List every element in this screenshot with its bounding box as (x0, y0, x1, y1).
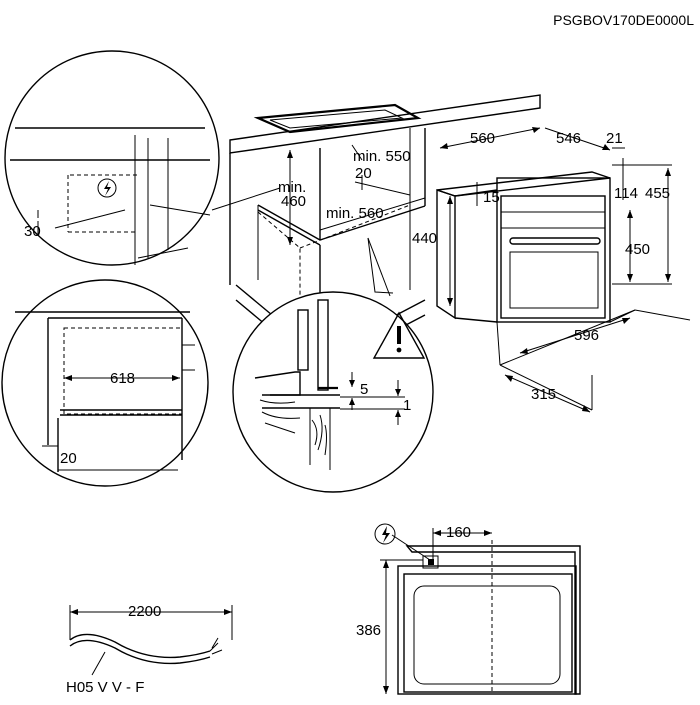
niche-min-width-label: min. 560 (326, 205, 384, 222)
detail-circle-left (1, 279, 209, 487)
oven-door: 21 (606, 130, 623, 147)
socket-height-386: 386 (356, 622, 381, 639)
oven-width-top: 560 (470, 130, 495, 147)
warning-triangle-icon (372, 311, 426, 359)
leader-line-top (211, 187, 281, 211)
oven-15: 15 (483, 189, 500, 206)
niche-min-label: min. (278, 179, 306, 196)
oven-dimension-lines (439, 127, 672, 413)
socket-location-view (380, 528, 581, 695)
oven-455: 455 (645, 185, 670, 202)
cabinet-width-618: 618 (110, 370, 135, 387)
power-cable (69, 605, 233, 676)
niche-min-depth-label: min. 550 (353, 148, 411, 165)
leader-line-center-2 (367, 237, 391, 297)
niche-gap-label: 20 (355, 165, 372, 182)
detail-gap-5: 5 (360, 381, 368, 398)
oven-drawing (436, 171, 691, 411)
cable-type: H05 V V - F (66, 679, 144, 696)
cabinet-gap-20: 20 (60, 450, 77, 467)
oven-width-bottom: 596 (574, 327, 599, 344)
leader-line-center (367, 237, 394, 294)
detail-circle-top (4, 50, 220, 266)
cabinet-left-30: 30 (24, 223, 41, 240)
socket-lightning-icon (374, 523, 396, 545)
niche-min-height-value: 460 (281, 193, 306, 210)
oven-depth-bottom: 315 (531, 386, 556, 403)
detail-gap-1: 1 (403, 397, 411, 414)
oven-114: 114 (614, 185, 638, 202)
model-code: PSGBOV170DE0000L (553, 12, 694, 28)
oven-440: 440 (412, 230, 437, 247)
oven-depth: 546 (556, 130, 581, 147)
lightning-icon (97, 178, 117, 198)
detail-circle-center (232, 291, 434, 493)
cable-length: 2200 (128, 603, 161, 620)
socket-offset-160: 160 (446, 524, 471, 541)
oven-450: 450 (625, 241, 650, 258)
